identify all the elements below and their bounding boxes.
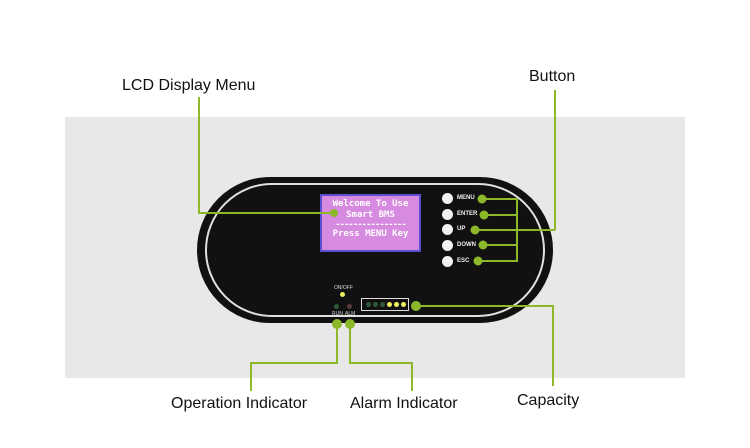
- lcd-line-1: Welcome To Use: [332, 199, 409, 209]
- lcd-separator: ----------------: [335, 220, 407, 230]
- alarm-callout-label: Alarm Indicator: [350, 395, 458, 412]
- onoff-label: ON/OFF: [334, 285, 353, 291]
- lcd-callout-label: LCD Display Menu: [122, 77, 256, 94]
- up-button-label: UP: [457, 226, 466, 232]
- button-callout-label: Button: [529, 68, 576, 85]
- capacity-led: [380, 302, 385, 307]
- down-button[interactable]: [442, 240, 453, 251]
- lcd-line-2: Smart BMS: [346, 210, 395, 220]
- enter-button-label: ENTER: [457, 211, 478, 217]
- capacity-led: [366, 302, 371, 307]
- esc-button[interactable]: [442, 256, 453, 267]
- lcd-line-3: Press MENU Key: [332, 229, 409, 239]
- alm-label: ALM: [345, 311, 356, 317]
- operation-callout-label: Operation Indicator: [171, 395, 308, 412]
- run-label: RUN: [332, 311, 343, 317]
- enter-button[interactable]: [442, 209, 453, 220]
- up-button[interactable]: [442, 224, 453, 235]
- esc-button-label: ESC: [457, 258, 470, 264]
- capacity-led: [373, 302, 378, 307]
- menu-button[interactable]: [442, 193, 453, 204]
- capacity-callout-label: Capacity: [517, 392, 580, 409]
- alm-led: [347, 304, 352, 309]
- down-button-label: DOWN: [457, 242, 476, 248]
- capacity-led: [387, 302, 392, 307]
- bezel-trim: [205, 183, 545, 317]
- run-led: [334, 304, 339, 309]
- capacity-indicator: [361, 298, 409, 311]
- menu-button-label: MENU: [457, 195, 475, 201]
- lcd-display: Welcome To Use Smart BMS ---------------…: [320, 194, 421, 252]
- capacity-led: [394, 302, 399, 307]
- capacity-led: [401, 302, 406, 307]
- onoff-led: [340, 292, 345, 297]
